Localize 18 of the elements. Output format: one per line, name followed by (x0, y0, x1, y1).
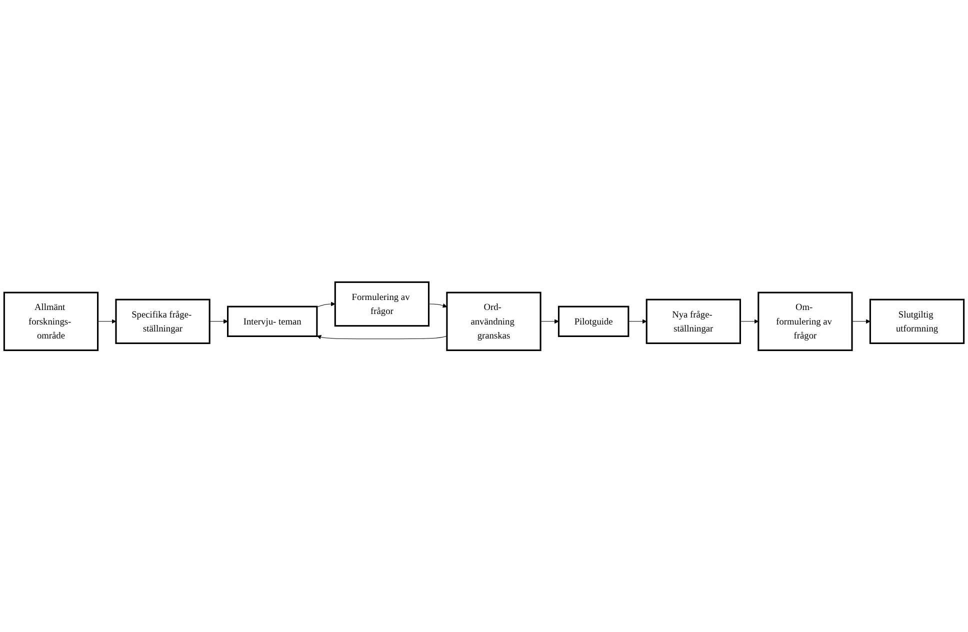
arrow (316, 334, 448, 340)
node-box: Ord- användning granskas (446, 292, 542, 351)
node-box: Nya fråge- ställningar (646, 298, 741, 344)
arrow (740, 318, 759, 324)
arrow (98, 318, 116, 324)
node-box: Intervju- teman (227, 306, 318, 337)
node-box: Om- formulering av frågor (758, 292, 853, 351)
node-box: Specifika fråge- ställningar (115, 298, 210, 344)
arrow (316, 302, 336, 307)
node-box: Pilotguide (558, 306, 630, 337)
arrow (628, 318, 647, 324)
arrow (209, 318, 228, 324)
arrow (540, 318, 559, 324)
node-box: Allmänt forsknings- område (3, 292, 99, 351)
arrow (428, 303, 448, 308)
arrow (852, 318, 870, 324)
node-box: Slutgiltig utformning (869, 298, 965, 344)
node-box: Formulering av frågor (334, 281, 430, 326)
